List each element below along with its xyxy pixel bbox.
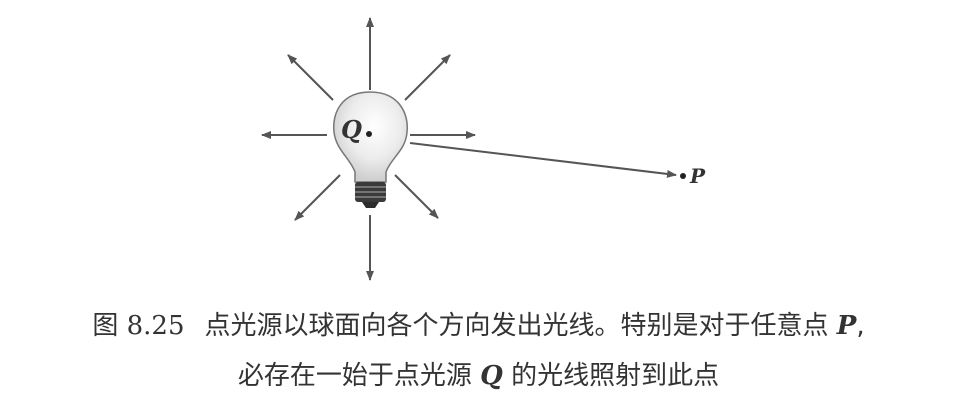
source-point-q: [366, 131, 372, 137]
target-point-p: [680, 173, 686, 179]
ray-up-right: [404, 54, 451, 101]
caption-var-q: Q: [480, 361, 503, 391]
ray-down-left: [294, 174, 341, 221]
target-label-p: P: [689, 164, 706, 188]
caption-text-2: 必存在一始于点光源: [237, 361, 472, 391]
ray-to-point-p: [409, 142, 677, 178]
caption-end-1: ,: [856, 311, 865, 341]
caption-text-1: 点光源以球面向各个方向发出光线。特别是对于任意点: [204, 311, 829, 341]
caption-var-p: P: [836, 311, 857, 341]
caption-line-2: 必存在一始于点光源 Q 的光线照射到此点: [0, 355, 957, 392]
ray-up-left: [287, 54, 334, 101]
light-rays: [261, 17, 677, 281]
point-light-diagram: Q P: [261, 17, 706, 281]
light-bulb-icon: [332, 91, 408, 208]
caption-line-1: 图 8.25 点光源以球面向各个方向发出光线。特别是对于任意点 P,: [0, 305, 957, 342]
caption-end-2: 的光线照射到此点: [511, 361, 720, 391]
ray-down-right: [394, 174, 439, 219]
figure-number: 图 8.25: [92, 311, 185, 341]
source-label-q: Q: [341, 115, 362, 144]
